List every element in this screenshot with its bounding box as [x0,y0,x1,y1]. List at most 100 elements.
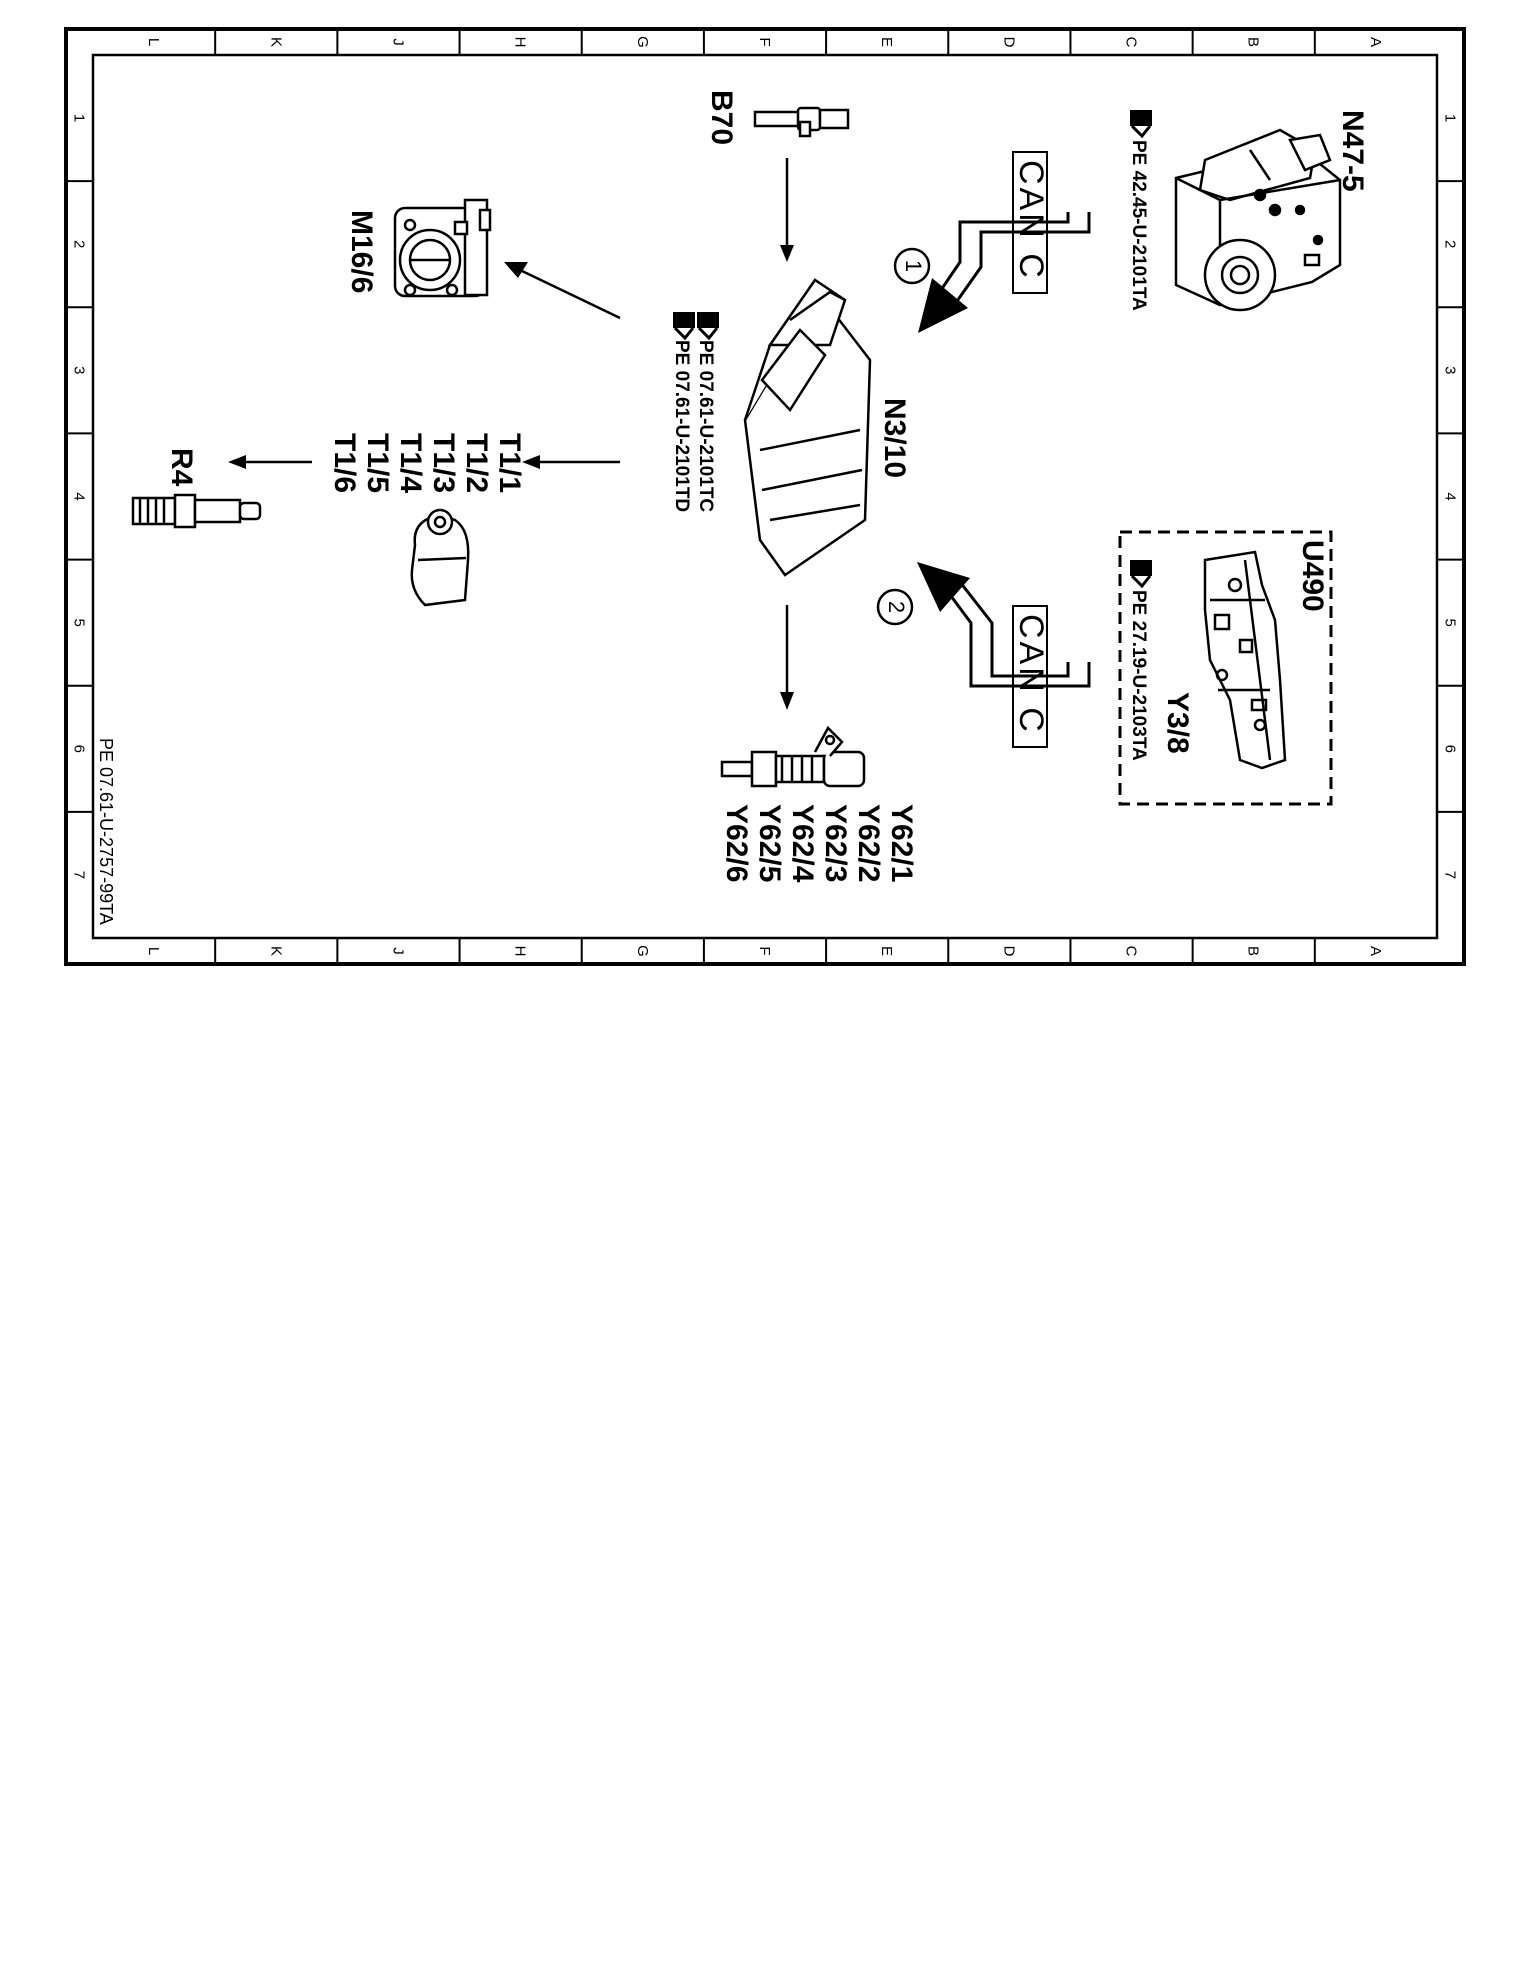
ref-hand-icon [1130,560,1152,589]
frame-column-label: K [267,946,284,956]
injector-label: Y62/6 [720,804,753,882]
y3-8-label: Y3/8 [1161,692,1194,754]
ignition-coils-component: T1/1T1/2T1/3T1/4T1/5T1/6 [228,433,620,607]
can-bus-2-arrowhead [917,562,970,612]
n3-to-m16-arrow [519,268,621,320]
frame-row-label: 6 [71,745,88,753]
n3-10-component: N3/10 PE 07.61-U-2101TC PE 07.61-U-2101T… [671,278,911,577]
u490-component: U490 Y3/8 PE 27.19-U-2103TA [1118,530,1333,806]
r4-component: R4 [131,448,262,529]
frame-column-label: D [1000,946,1017,957]
frame-row-label: 3 [1442,366,1459,374]
outer-frame [64,27,1466,966]
spark-plug-icon [131,493,262,529]
b70-label: B70 [705,90,738,145]
u490-label: U490 [1296,540,1329,612]
injector-label: Y62/2 [852,804,885,882]
coil-label: T1/4 [394,433,427,493]
ignition-coil-icon [410,508,470,607]
coil-label: T1/2 [460,433,493,493]
injector-label: Y62/5 [753,804,786,882]
u490-ref-text: PE 27.19-U-2103TA [1128,590,1149,761]
n47-label: N47-5 [1336,110,1369,192]
ecu-module-icon [743,278,872,577]
frame-grid-ticks [66,29,1464,964]
footer-code: PE 07.61-U-2757-99TA [96,738,116,925]
ref-hand-icon [1130,110,1152,139]
frame-column-label: F [756,946,773,955]
frame-row-label: 5 [1442,618,1459,626]
frame-row-label: 2 [71,240,88,248]
frame-column-label: F [756,37,773,46]
can-bus-1-label: CAN C [1012,160,1050,281]
frame-column-label: C [1123,37,1140,48]
frame-column-label: A [1367,37,1384,47]
frame-column-label: L [145,38,162,46]
fuel-injector-icon [720,725,866,788]
frame-row-label: 3 [71,366,88,374]
valve-body-icon [1203,550,1287,770]
frame-column-label: L [145,947,162,955]
bus-1-number-circle [893,247,931,285]
frame-column-label: D [1000,37,1017,48]
frame-column-label: B [1245,946,1262,956]
can-bus-1-arrowhead [918,278,968,333]
coil-label: T1/5 [361,433,394,493]
frame-row-label: 1 [71,114,88,122]
frame-row-label: 1 [1442,114,1459,122]
frame-row-label: 6 [1442,745,1459,753]
frame-column-label: H [512,946,529,957]
coil-labels: T1/1T1/2T1/3T1/4T1/5T1/6 [328,433,526,493]
n3-10-ref-2: PE 07.61-U-2101TD [671,340,692,512]
coil-label: T1/1 [493,433,526,493]
n3-10-ref-1: PE 07.61-U-2101TC [695,340,716,512]
u490-dashed-outline [1118,530,1333,806]
frame-column-label: H [512,37,529,48]
injector-label: Y62/3 [819,804,852,882]
frame-column-label: G [634,945,651,957]
r4-label: R4 [165,448,198,487]
bus-2-number: 2 [884,601,909,613]
frame-column-label: E [878,37,895,47]
frame-column-label: B [1245,37,1262,47]
frame-row-label: 4 [1442,492,1459,500]
frame-row-label: 4 [71,492,88,500]
frame-column-label: J [389,947,406,955]
n3-10-label: N3/10 [878,398,911,478]
can-bus-2-wire [946,591,1091,688]
bus-1-number: 1 [901,260,926,272]
can-bus-1: CAN C 1 [893,151,1091,333]
frame-row-label: 7 [1442,871,1459,879]
ref-hand-icon [673,312,695,341]
crankshaft-sensor-icon [753,106,850,138]
frame-column-label: C [1123,946,1140,957]
throttle-body-icon [393,198,492,298]
m16-6-label: M16/6 [345,210,378,293]
abs-hydraulic-unit-icon [1174,128,1342,312]
n47-component: N47-5 PE 42.45-U-2101TA [1128,110,1369,312]
b70-component: B70 [705,90,850,262]
bus-2-number-circle [876,588,914,626]
injector-label: Y62/4 [786,804,819,883]
frame-column-label: J [389,38,406,46]
ref-hand-icon [697,312,719,341]
n47-ref-text: PE 42.45-U-2101TA [1128,140,1149,311]
can-bus-1-wire [953,212,1091,305]
frame-column-label: G [634,36,651,48]
frame-row-label: 7 [71,871,88,879]
frame-column-label: E [878,946,895,956]
frame-column-label: A [1367,946,1384,956]
coil-label: T1/6 [328,433,361,493]
can-bus-2: CAN C 2 [876,562,1091,748]
frame-row-label: 5 [71,618,88,626]
can-bus-2-label: CAN C [1012,614,1050,735]
coil-label: T1/3 [427,433,460,493]
m16-6-component: M16/6 [345,198,621,320]
injector-label: Y62/1 [885,804,918,882]
frame-row-label: 2 [1442,240,1459,248]
